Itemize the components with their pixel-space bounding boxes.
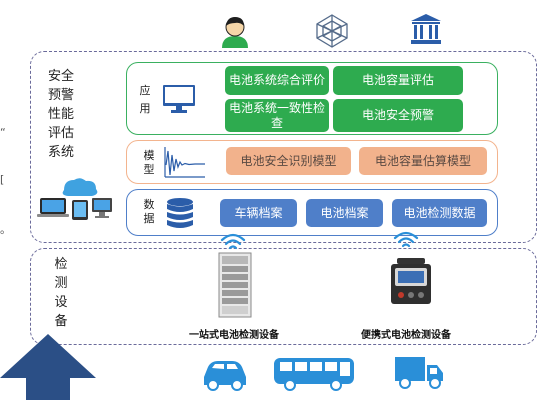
platform-label-char: 安全	[48, 69, 75, 84]
application-label-char: 应	[139, 84, 151, 97]
bus-icon	[272, 354, 356, 392]
detection-label-char: 备	[54, 314, 68, 329]
application-label: 应 用	[138, 82, 152, 118]
platform-label-char: 系统	[48, 145, 75, 160]
data-item-detection-data[interactable]: 电池检测数据	[392, 199, 487, 227]
model-item-capacity-estimation[interactable]: 电池容量估算模型	[359, 147, 487, 175]
platform-container	[30, 51, 537, 243]
car-icon	[200, 355, 250, 391]
model-label: 模 型	[137, 149, 161, 177]
app-item-capacity-evaluation[interactable]: 电池容量评估	[333, 66, 463, 95]
detection-label: 检 测 设 备	[48, 255, 74, 331]
portable-tester-icon	[387, 256, 435, 306]
detection-container	[30, 248, 537, 345]
left-edge-mark-3: 。	[0, 223, 11, 236]
monitor-icon	[162, 84, 196, 114]
wifi-icon	[220, 232, 246, 252]
network-icon	[314, 13, 350, 49]
data-item-battery-archive[interactable]: 电池档案	[306, 199, 383, 227]
left-edge-mark-1: “	[0, 126, 6, 139]
institution-icon	[410, 13, 442, 45]
cabinet-tester-icon	[218, 252, 252, 318]
left-edge-mark-2: [	[0, 173, 5, 186]
waveform-icon	[163, 145, 207, 179]
data-label: 数 据	[137, 198, 161, 226]
application-label-char: 用	[139, 102, 151, 115]
database-icon	[166, 197, 194, 229]
app-item-consistency-check[interactable]: 电池系统一致性检查	[225, 99, 329, 132]
model-label-char: 型	[143, 163, 155, 176]
user-icon	[218, 14, 252, 48]
platform-label-char: 性能	[48, 107, 75, 122]
model-label-char: 模	[143, 149, 155, 162]
platform-label: 安全 预警 性能 评估 系统	[48, 67, 74, 162]
detection-label-char: 设	[54, 295, 68, 310]
data-item-vehicle-archive[interactable]: 车辆档案	[220, 199, 297, 227]
platform-label-char: 预警	[48, 88, 75, 103]
truck-icon	[393, 353, 445, 391]
detection-label-char: 检	[54, 257, 68, 272]
platform-label-char: 评估	[48, 126, 75, 141]
data-label-char: 数	[143, 198, 155, 211]
device-caption-one-stop: 一站式电池检测设备	[189, 330, 279, 341]
wifi-icon	[393, 230, 419, 250]
model-item-safety-identification[interactable]: 电池安全识别模型	[226, 147, 351, 175]
up-arrow-icon	[0, 334, 96, 400]
devices-cloud-icon	[36, 176, 116, 224]
data-label-char: 据	[143, 212, 155, 225]
app-item-comprehensive-evaluation[interactable]: 电池系统综合评价	[225, 66, 329, 95]
device-caption-portable: 便携式电池检测设备	[361, 330, 451, 341]
app-item-safety-warning[interactable]: 电池安全预警	[333, 99, 463, 132]
detection-label-char: 测	[54, 276, 68, 291]
